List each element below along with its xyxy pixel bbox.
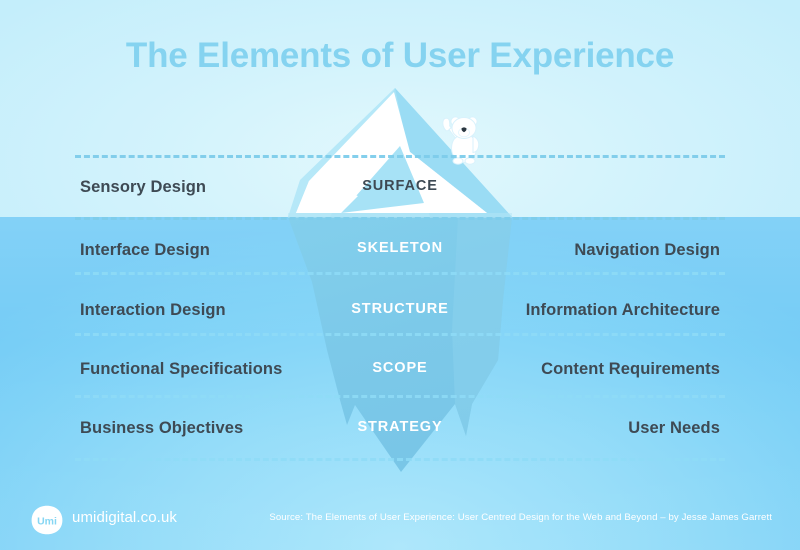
left-label-interface-design: Interface Design	[80, 241, 210, 259]
plane-label-surface: SURFACE	[362, 178, 438, 194]
divider-skeleton	[75, 272, 725, 275]
divider-structure	[75, 333, 725, 336]
umi-logo-mark[interactable]: Umi	[30, 505, 64, 535]
left-label-business-objectives: Business Objectives	[80, 419, 244, 437]
right-label-information-architecture: Information Architecture	[525, 301, 720, 319]
divider-waterline	[75, 217, 725, 220]
left-label-functional-specifications: Functional Specifications	[80, 360, 283, 378]
right-label-navigation-design: Navigation Design	[574, 241, 720, 259]
right-label-user-needs: User Needs	[628, 419, 720, 437]
umi-logo-word: Umi	[37, 516, 57, 528]
left-label-interaction-design: Interaction Design	[80, 301, 226, 319]
site-url[interactable]: umidigital.co.uk	[72, 509, 177, 526]
source-note: Source: The Elements of User Experience:…	[269, 512, 772, 523]
divider-strategy	[75, 458, 725, 461]
plane-label-skeleton: SKELETON	[357, 240, 443, 256]
plane-label-structure: STRUCTURE	[351, 301, 449, 317]
right-label-content-requirements: Content Requirements	[541, 360, 720, 378]
left-label-sensory-design: Sensory Design	[80, 178, 207, 196]
plane-label-strategy: STRATEGY	[357, 419, 443, 435]
page-title: The Elements of User Experience	[125, 36, 675, 75]
divider-scope	[75, 395, 725, 398]
plane-label-scope: SCOPE	[372, 360, 428, 376]
divider-surface-top	[75, 155, 725, 158]
